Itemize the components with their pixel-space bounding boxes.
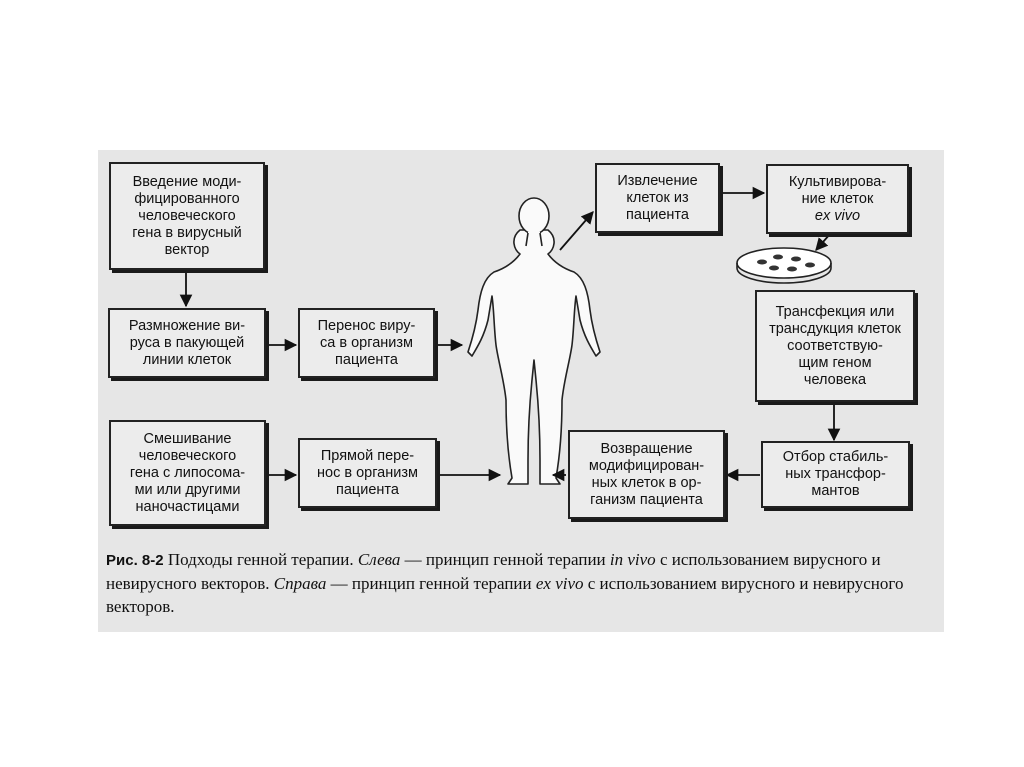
caption-text: — принцип генной терапии: [326, 574, 536, 593]
box-select-stable-transformants: Отбор стабиль- ных трансфор- мантов: [761, 441, 910, 508]
box-virus-transfer-to-patient: Перенос виру- са в организм пациента: [298, 308, 435, 378]
caption-text: Подходы генной терапии.: [163, 550, 358, 569]
figure-caption: Рис. 8-2 Подходы генной терапии. Слева —…: [106, 548, 946, 618]
caption-label: Рис. 8-2: [106, 552, 164, 569]
petri-dish-icon: [736, 247, 832, 284]
caption-left: Слева: [357, 550, 401, 569]
caption-text: с использованием вирусного и невирусного…: [106, 574, 904, 616]
caption-text: — принцип генной терапии: [400, 550, 610, 569]
box-direct-transfer-to-patient: Прямой пере- нос в организм пациента: [298, 438, 437, 508]
box-virus-multiplication: Размножение ви- руса в пакующей линии кл…: [108, 308, 266, 378]
cultivation-ex-vivo: ex vivo: [814, 207, 861, 224]
arrow-cultivation-to-dish: [815, 233, 831, 251]
box-cell-extraction: Извлечение клеток из пациента: [595, 163, 720, 233]
box-introduce-modified-gene: Введение моди- фицированного человеческо…: [109, 162, 265, 270]
caption-in-vivo: in vivo: [609, 550, 656, 569]
box-transfection-transduction: Трансфекция или трансдукция клеток соотв…: [755, 290, 915, 402]
caption-ex-vivo: ex vivo: [535, 574, 584, 593]
box-mixing-gene-with-liposomes: Смешивание человеческого гена с липосома…: [109, 420, 266, 526]
cultivation-text: Культивирова- ние клеток: [788, 173, 887, 207]
arrow-patient-to-extraction: [559, 211, 594, 251]
caption-right: Справа: [273, 574, 327, 593]
box-cell-cultivation: Культивирова- ние клеток ex vivo: [766, 164, 909, 234]
human-silhouette: [467, 197, 601, 485]
box-return-modified-cells: Возвращение модифицирован- ных клеток в …: [568, 430, 725, 519]
caption-text: с использованием вирусного и невирусного…: [106, 550, 881, 593]
